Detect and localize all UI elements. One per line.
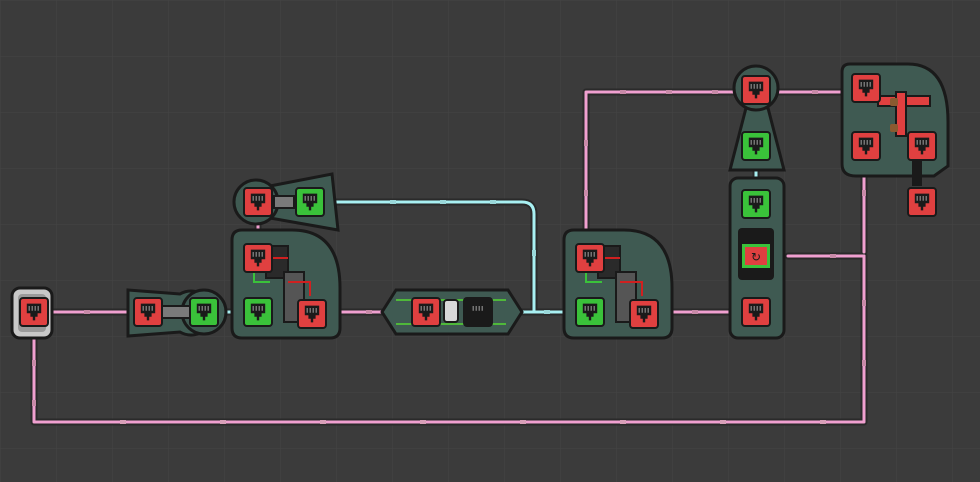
funnel-module-top[interactable] xyxy=(232,172,340,232)
proc2-left-input-port[interactable] xyxy=(575,297,605,327)
proc1-top-output-port[interactable] xyxy=(243,243,273,273)
capsule-output-port[interactable] xyxy=(463,297,493,327)
processor-module-1[interactable] xyxy=(230,228,342,340)
source-output-port[interactable] xyxy=(19,297,49,327)
capsule-module[interactable] xyxy=(380,288,524,336)
top-funnel-input-port[interactable] xyxy=(243,187,273,217)
proc2-right-output-port[interactable] xyxy=(629,299,659,329)
dome-output-port-3[interactable] xyxy=(907,131,937,161)
proc1-right-output-port[interactable] xyxy=(297,299,327,329)
funnel1-input-port[interactable] xyxy=(133,297,163,327)
wire-source-loop-bottom xyxy=(32,254,866,424)
source-module[interactable] xyxy=(10,286,54,340)
funnel-module-1[interactable] xyxy=(126,288,228,338)
tower-module[interactable]: ↻ xyxy=(728,64,786,340)
tower-mid-input-port[interactable] xyxy=(741,131,771,161)
wire-top-funnel-to-junction xyxy=(320,200,536,314)
tower-top-output-port[interactable] xyxy=(741,75,771,105)
reset-icon: ↻ xyxy=(751,250,761,264)
dome-output-port-2[interactable] xyxy=(851,131,881,161)
tower-input-port[interactable] xyxy=(741,189,771,219)
proc1-left-input-port[interactable] xyxy=(243,297,273,327)
tower-bottom-output-port[interactable] xyxy=(741,297,771,327)
processor-module-2[interactable] xyxy=(562,228,674,340)
funnel1-output-port[interactable] xyxy=(189,297,219,327)
top-funnel-output-port[interactable] xyxy=(295,187,325,217)
dome-output-port-4[interactable] xyxy=(907,187,937,217)
dome-output-port-1[interactable] xyxy=(851,73,881,103)
modules: ↻ xyxy=(10,62,950,340)
proc2-top-output-port[interactable] xyxy=(575,243,605,273)
dome-module[interactable] xyxy=(840,62,950,217)
capsule-input-port[interactable] xyxy=(411,297,441,327)
